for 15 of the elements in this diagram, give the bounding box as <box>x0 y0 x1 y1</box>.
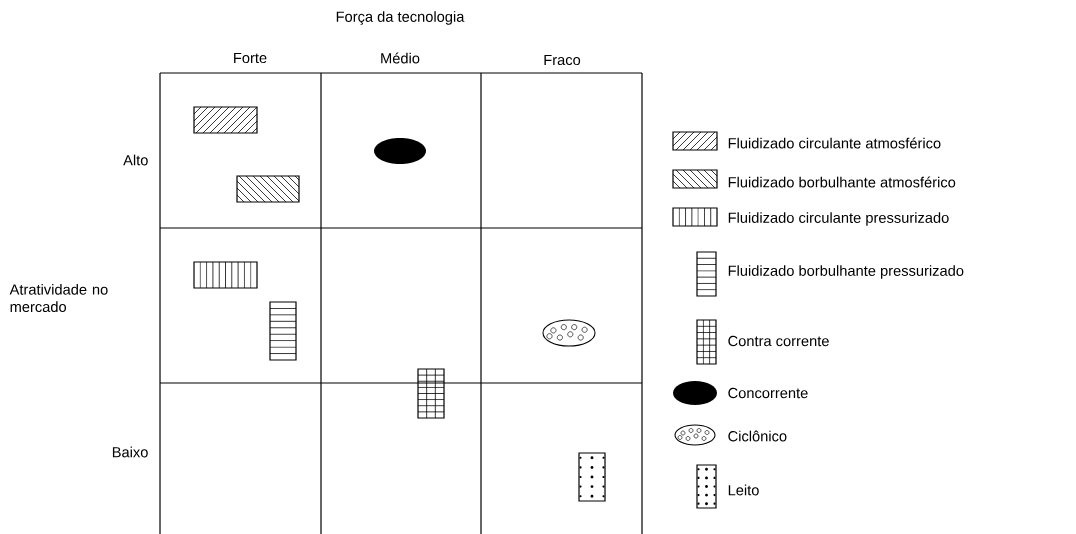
row-label: Atratividade no mercado <box>9 283 108 313</box>
axis-title: Força da tecnologia <box>336 11 465 25</box>
row-label: Alto <box>123 154 148 166</box>
legend-label: Fluidizado circulante pressurizado <box>728 212 949 226</box>
legend-label: Concorrente <box>728 387 808 399</box>
legend-label: Leito <box>728 484 759 496</box>
legend-label: Fluidizado borbulhante atmosférico <box>728 176 956 188</box>
column-label: Fraco <box>544 54 581 66</box>
legend-label: Fluidizado circulante atmosférico <box>728 137 941 149</box>
row-label: Baixo <box>112 446 148 458</box>
column-label: Médio <box>381 52 420 64</box>
legend-label: Ciclônico <box>728 430 787 442</box>
legend-label: Contra corrente <box>728 335 829 347</box>
legend-label: Fluidizado borbulhante pressurizado <box>728 265 964 279</box>
column-label: Forte <box>234 52 267 64</box>
